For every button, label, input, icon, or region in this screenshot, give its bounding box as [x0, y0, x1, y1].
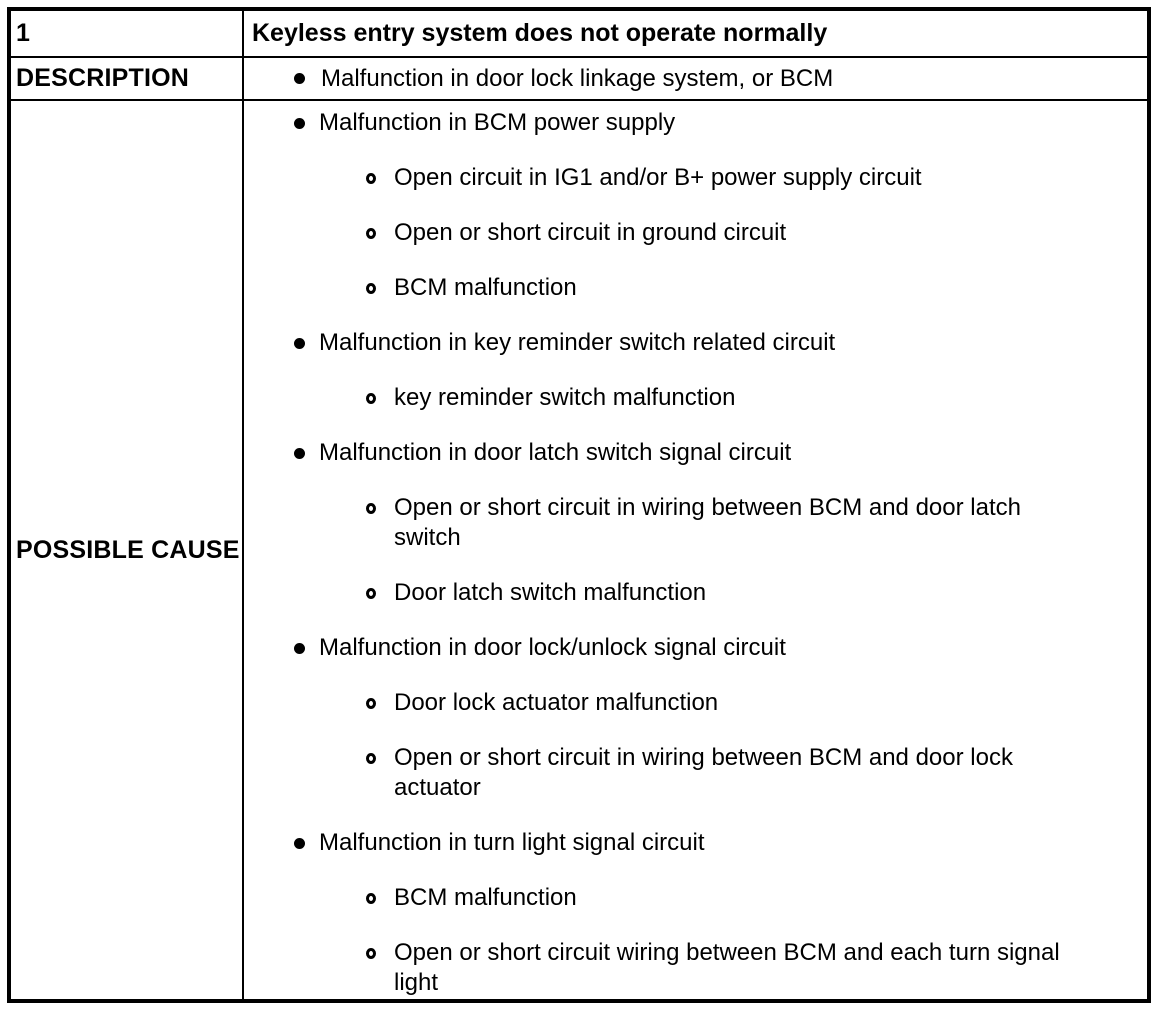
cause-sub-text: Open or short circuit in wiring between …: [394, 494, 1021, 551]
bullet-icon: [294, 73, 305, 84]
cause-sub-item: Door lock actuator malfunction: [244, 688, 1086, 718]
bullet-icon: [294, 643, 305, 654]
sub-bullet-icon: [366, 893, 376, 904]
sub-bullet-icon: [366, 948, 376, 959]
cause-item: Malfunction in turn light signal circuit: [244, 828, 1147, 858]
description-text: Malfunction in door lock linkage system,…: [321, 64, 834, 92]
cause-text: Malfunction in door lock/unlock signal c…: [319, 634, 786, 661]
symptom-title-cell: Keyless entry system does not operate no…: [244, 11, 1147, 58]
sub-bullet-icon: [366, 503, 376, 514]
diagnosis-table: 1 Keyless entry system does not operate …: [7, 7, 1151, 1003]
cause-text: Malfunction in door latch switch signal …: [319, 439, 792, 466]
cause-sub-text: Open or short circuit in wiring between …: [394, 744, 1013, 801]
cause-text: Malfunction in turn light signal circuit: [319, 829, 705, 856]
sub-bullet-icon: [366, 283, 376, 294]
cause-sub-text: Open or short circuit wiring between BCM…: [394, 939, 1060, 996]
bullet-icon: [294, 448, 305, 459]
cause-item: Malfunction in key reminder switch relat…: [244, 328, 1147, 358]
bullet-icon: [294, 838, 305, 849]
cause-sub-text: Door lock actuator malfunction: [394, 689, 719, 716]
bullet-icon: [294, 338, 305, 349]
cause-sub-text: Door latch switch malfunction: [394, 579, 707, 606]
possible-cause-label-cell: POSSIBLE CAUSE: [11, 101, 244, 999]
description-cell: Malfunction in door lock linkage system,…: [244, 58, 1147, 101]
item-number-cell: 1: [11, 11, 244, 58]
cause-sub-item: key reminder switch malfunction: [244, 383, 1086, 413]
cause-item: Malfunction in door lock/unlock signal c…: [244, 633, 1147, 663]
cause-sub-text: Open or short circuit in ground circuit: [394, 219, 787, 246]
cause-sub-item: Open or short circuit wiring between BCM…: [244, 938, 1086, 998]
cause-item: Malfunction in BCM power supply: [244, 108, 1147, 138]
cause-sub-item: Open circuit in IG1 and/or B+ power supp…: [244, 163, 1086, 193]
cause-text: Malfunction in BCM power supply: [319, 109, 676, 136]
cause-sub-text: BCM malfunction: [394, 884, 577, 911]
item-number: 1: [16, 19, 31, 47]
cause-text: Malfunction in key reminder switch relat…: [319, 329, 836, 356]
cause-item: Malfunction in door latch switch signal …: [244, 438, 1147, 468]
possible-cause-cell: Malfunction in BCM power supply Open cir…: [244, 101, 1147, 999]
sub-bullet-icon: [366, 588, 376, 599]
sub-bullet-icon: [366, 173, 376, 184]
cause-sub-item: BCM malfunction: [244, 883, 1086, 913]
cause-sub-item: BCM malfunction: [244, 273, 1086, 303]
sub-bullet-icon: [366, 393, 376, 404]
cause-sub-text: Open circuit in IG1 and/or B+ power supp…: [394, 164, 922, 191]
cause-sub-text: BCM malfunction: [394, 274, 577, 301]
sub-bullet-icon: [366, 753, 376, 764]
bullet-icon: [294, 118, 305, 129]
possible-cause-label: POSSIBLE CAUSE: [16, 535, 240, 564]
symptom-title: Keyless entry system does not operate no…: [252, 19, 828, 47]
cause-sub-item: Open or short circuit in wiring between …: [244, 493, 1086, 553]
cause-sub-text: key reminder switch malfunction: [394, 384, 736, 411]
sub-bullet-icon: [366, 698, 376, 709]
cause-sub-item: Door latch switch malfunction: [244, 578, 1086, 608]
sub-bullet-icon: [366, 228, 376, 239]
cause-sub-item: Open or short circuit in ground circuit: [244, 218, 1086, 248]
cause-sub-item: Open or short circuit in wiring between …: [244, 743, 1086, 803]
description-label: DESCRIPTION: [16, 64, 190, 92]
description-label-cell: DESCRIPTION: [11, 58, 244, 101]
